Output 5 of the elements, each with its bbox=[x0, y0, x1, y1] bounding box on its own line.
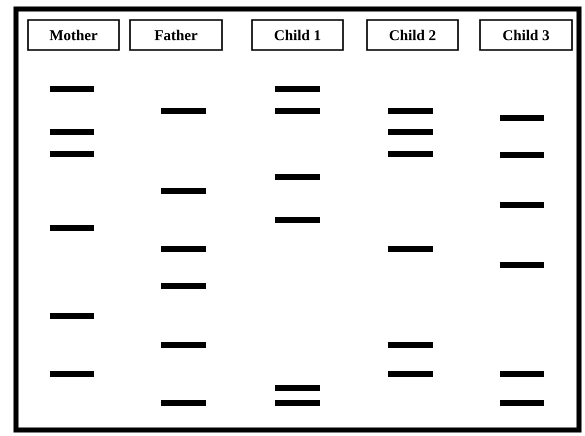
lane-label: Child 3 bbox=[479, 19, 573, 51]
lane-label: Father bbox=[129, 19, 223, 51]
lane-label: Child 1 bbox=[251, 19, 344, 51]
lane-label: Mother bbox=[27, 19, 120, 51]
lane-label: Child 2 bbox=[366, 19, 459, 51]
